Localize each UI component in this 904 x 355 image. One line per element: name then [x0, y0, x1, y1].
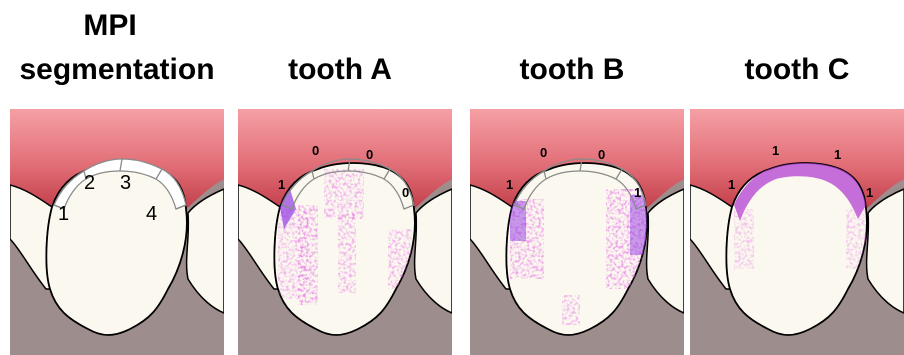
score-segment-3: 0 [598, 147, 605, 162]
score-segment-3: 0 [366, 147, 373, 162]
segment-label-3: 3 [120, 172, 131, 194]
segment-label-2: 2 [84, 172, 95, 194]
segment-label-4: 4 [146, 203, 157, 225]
segmentation-title-line1: MPI [10, 8, 210, 44]
score-segment-2: 1 [772, 143, 779, 158]
score-segment-1: 1 [728, 177, 735, 192]
tooth-b-title: tooth B [472, 52, 672, 88]
score-segment-4: 1 [866, 185, 873, 200]
score-segment-4: 1 [634, 185, 641, 200]
segmentation-panel: 1 2 3 4 [10, 109, 224, 355]
tooth-a-title: tooth A [240, 52, 440, 88]
segment-label-1: 1 [58, 203, 69, 225]
score-segment-3: 1 [834, 147, 841, 162]
score-segment-2: 0 [312, 143, 319, 158]
tooth-b-panel: 1 0 0 1 [470, 109, 684, 355]
tooth-c-title: tooth C [692, 52, 902, 88]
score-segment-2: 0 [540, 145, 547, 160]
score-segment-1: 1 [278, 177, 285, 192]
segmentation-title-line2: segmentation [10, 52, 224, 88]
tooth-c-panel: 1 1 1 1 [690, 109, 904, 355]
score-segment-1: 1 [506, 177, 513, 192]
tooth-a-panel: 1 0 0 0 [238, 109, 452, 355]
score-segment-4: 0 [402, 185, 409, 200]
